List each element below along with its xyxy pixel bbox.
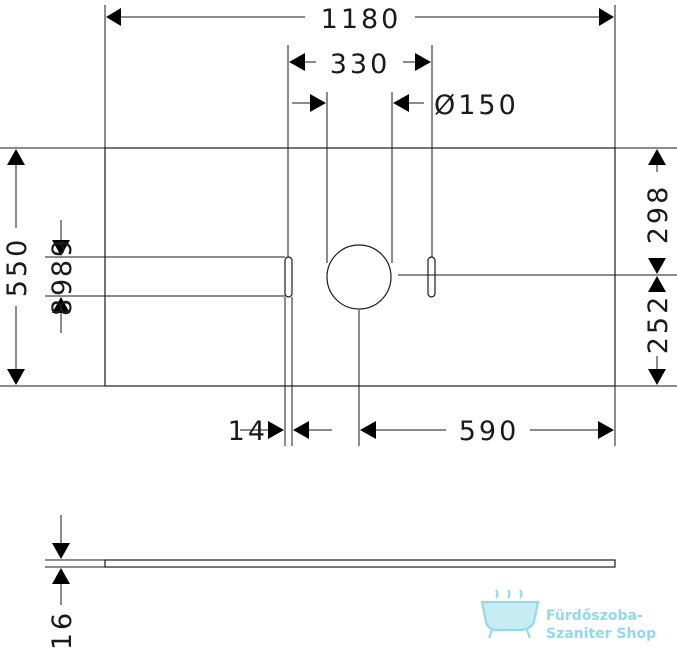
arrow-150-right: [393, 94, 409, 112]
slot-right: [427, 256, 436, 298]
arrow-89-top: [52, 240, 70, 256]
dim-hole-diameter: Ø150: [434, 90, 519, 121]
watermark: Fürdőszoba- Szaniter Shop: [480, 589, 656, 642]
arrow-590-left: [360, 421, 376, 439]
dimension-lines: [15, 16, 658, 605]
arrow-252-top: [648, 276, 666, 292]
dim-slot-length-lower: 89: [47, 276, 78, 316]
dim-center-to-bottom: 252: [643, 294, 674, 355]
arrow-298-top: [648, 149, 666, 165]
top-view-outline: [104, 147, 616, 387]
dim-slot-length-upper: 89: [47, 237, 78, 277]
arrow-14-left: [268, 421, 284, 439]
dim-hole-spacing: 330: [330, 49, 391, 80]
dim-overall-height: 550: [2, 237, 33, 298]
center-hole: [326, 244, 392, 310]
watermark-line1: Fürdőszoba-: [546, 608, 643, 624]
arrow-330-right: [415, 53, 431, 71]
dim-slot-width: 14: [228, 416, 268, 447]
arrow-89-bottom: [52, 297, 70, 313]
arrow-14-right: [293, 421, 309, 439]
arrow-550-bottom: [7, 369, 25, 385]
arrow-330-left: [289, 53, 305, 71]
dim-top-to-center: 298: [643, 184, 674, 245]
dim-overall-width: 1180: [321, 4, 402, 35]
arrow-550-top: [7, 149, 25, 165]
extension-lines: [0, 5, 677, 568]
arrow-1180-left: [106, 8, 121, 26]
dim-thickness: 16: [47, 610, 78, 650]
arrow-590-right: [598, 421, 614, 439]
arrow-150-left: [310, 94, 326, 112]
arrow-16-top: [52, 543, 70, 559]
arrow-252-bottom: [648, 369, 666, 385]
dim-center-to-right: 590: [459, 416, 520, 447]
side-view-outline: [104, 559, 616, 568]
arrowheads: [7, 8, 666, 584]
bathtub-icon: [480, 589, 540, 639]
watermark-line2: Szaniter Shop: [546, 626, 656, 642]
arrow-16-bottom: [52, 568, 70, 584]
arrow-1180-right: [599, 8, 614, 26]
slot-left: [284, 256, 293, 298]
arrow-298-bottom: [648, 258, 666, 274]
